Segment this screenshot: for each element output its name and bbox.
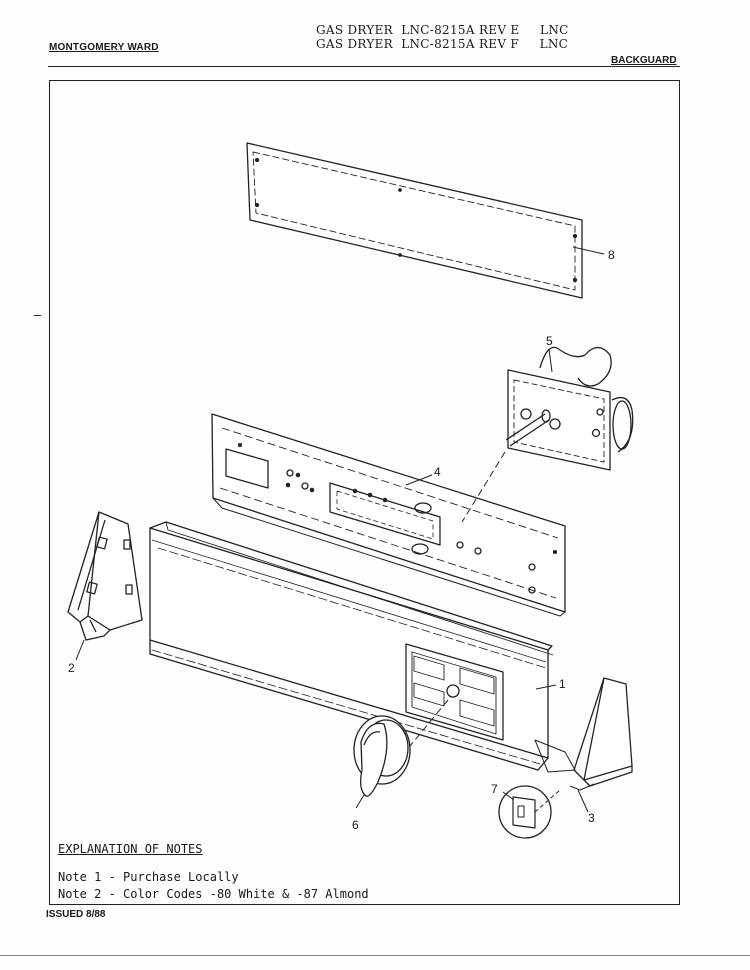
note-2: Note 2 - Color Codes -80 White & -87 Alm… (58, 887, 369, 901)
brand-label: MONTGOMERY WARD (49, 42, 159, 53)
part-2-left-end-cap (67, 511, 143, 661)
callout-8: 8 (608, 248, 615, 262)
part-4-control-panel (211, 413, 566, 617)
model-line-2: GAS DRYER LNC-8215A REV F LNC (316, 37, 569, 51)
margin-tick (34, 315, 41, 316)
part-1-backguard (149, 521, 576, 773)
diagram-frame (49, 80, 680, 905)
callout-5: 5 (546, 334, 553, 348)
callout-6: 6 (352, 818, 359, 832)
part-7-clip (498, 785, 561, 839)
part-3-right-end-cap (569, 677, 633, 813)
callout-1: 1 (559, 677, 566, 691)
callout-4: 4 (434, 465, 441, 479)
parts-diagram: 8 5 4 1 2 7 3 6 (67, 142, 634, 839)
header-rule (48, 66, 680, 67)
callout-7: 7 (491, 782, 498, 796)
part-6-knob (353, 715, 411, 809)
part-5-timer (505, 346, 634, 471)
callout-2: 2 (68, 661, 75, 675)
note-1: Note 1 - Purchase Locally (58, 870, 239, 884)
model-line-1: GAS DRYER LNC-8215A REV E LNC (316, 23, 569, 37)
section-label: BACKGUARD (611, 55, 677, 66)
bottom-rule (0, 955, 750, 956)
callout-3: 3 (588, 811, 595, 825)
part-8-rear-panel (246, 142, 605, 299)
notes-title: EXPLANATION OF NOTES (58, 842, 203, 856)
issued-date: ISSUED 8/88 (46, 909, 106, 920)
